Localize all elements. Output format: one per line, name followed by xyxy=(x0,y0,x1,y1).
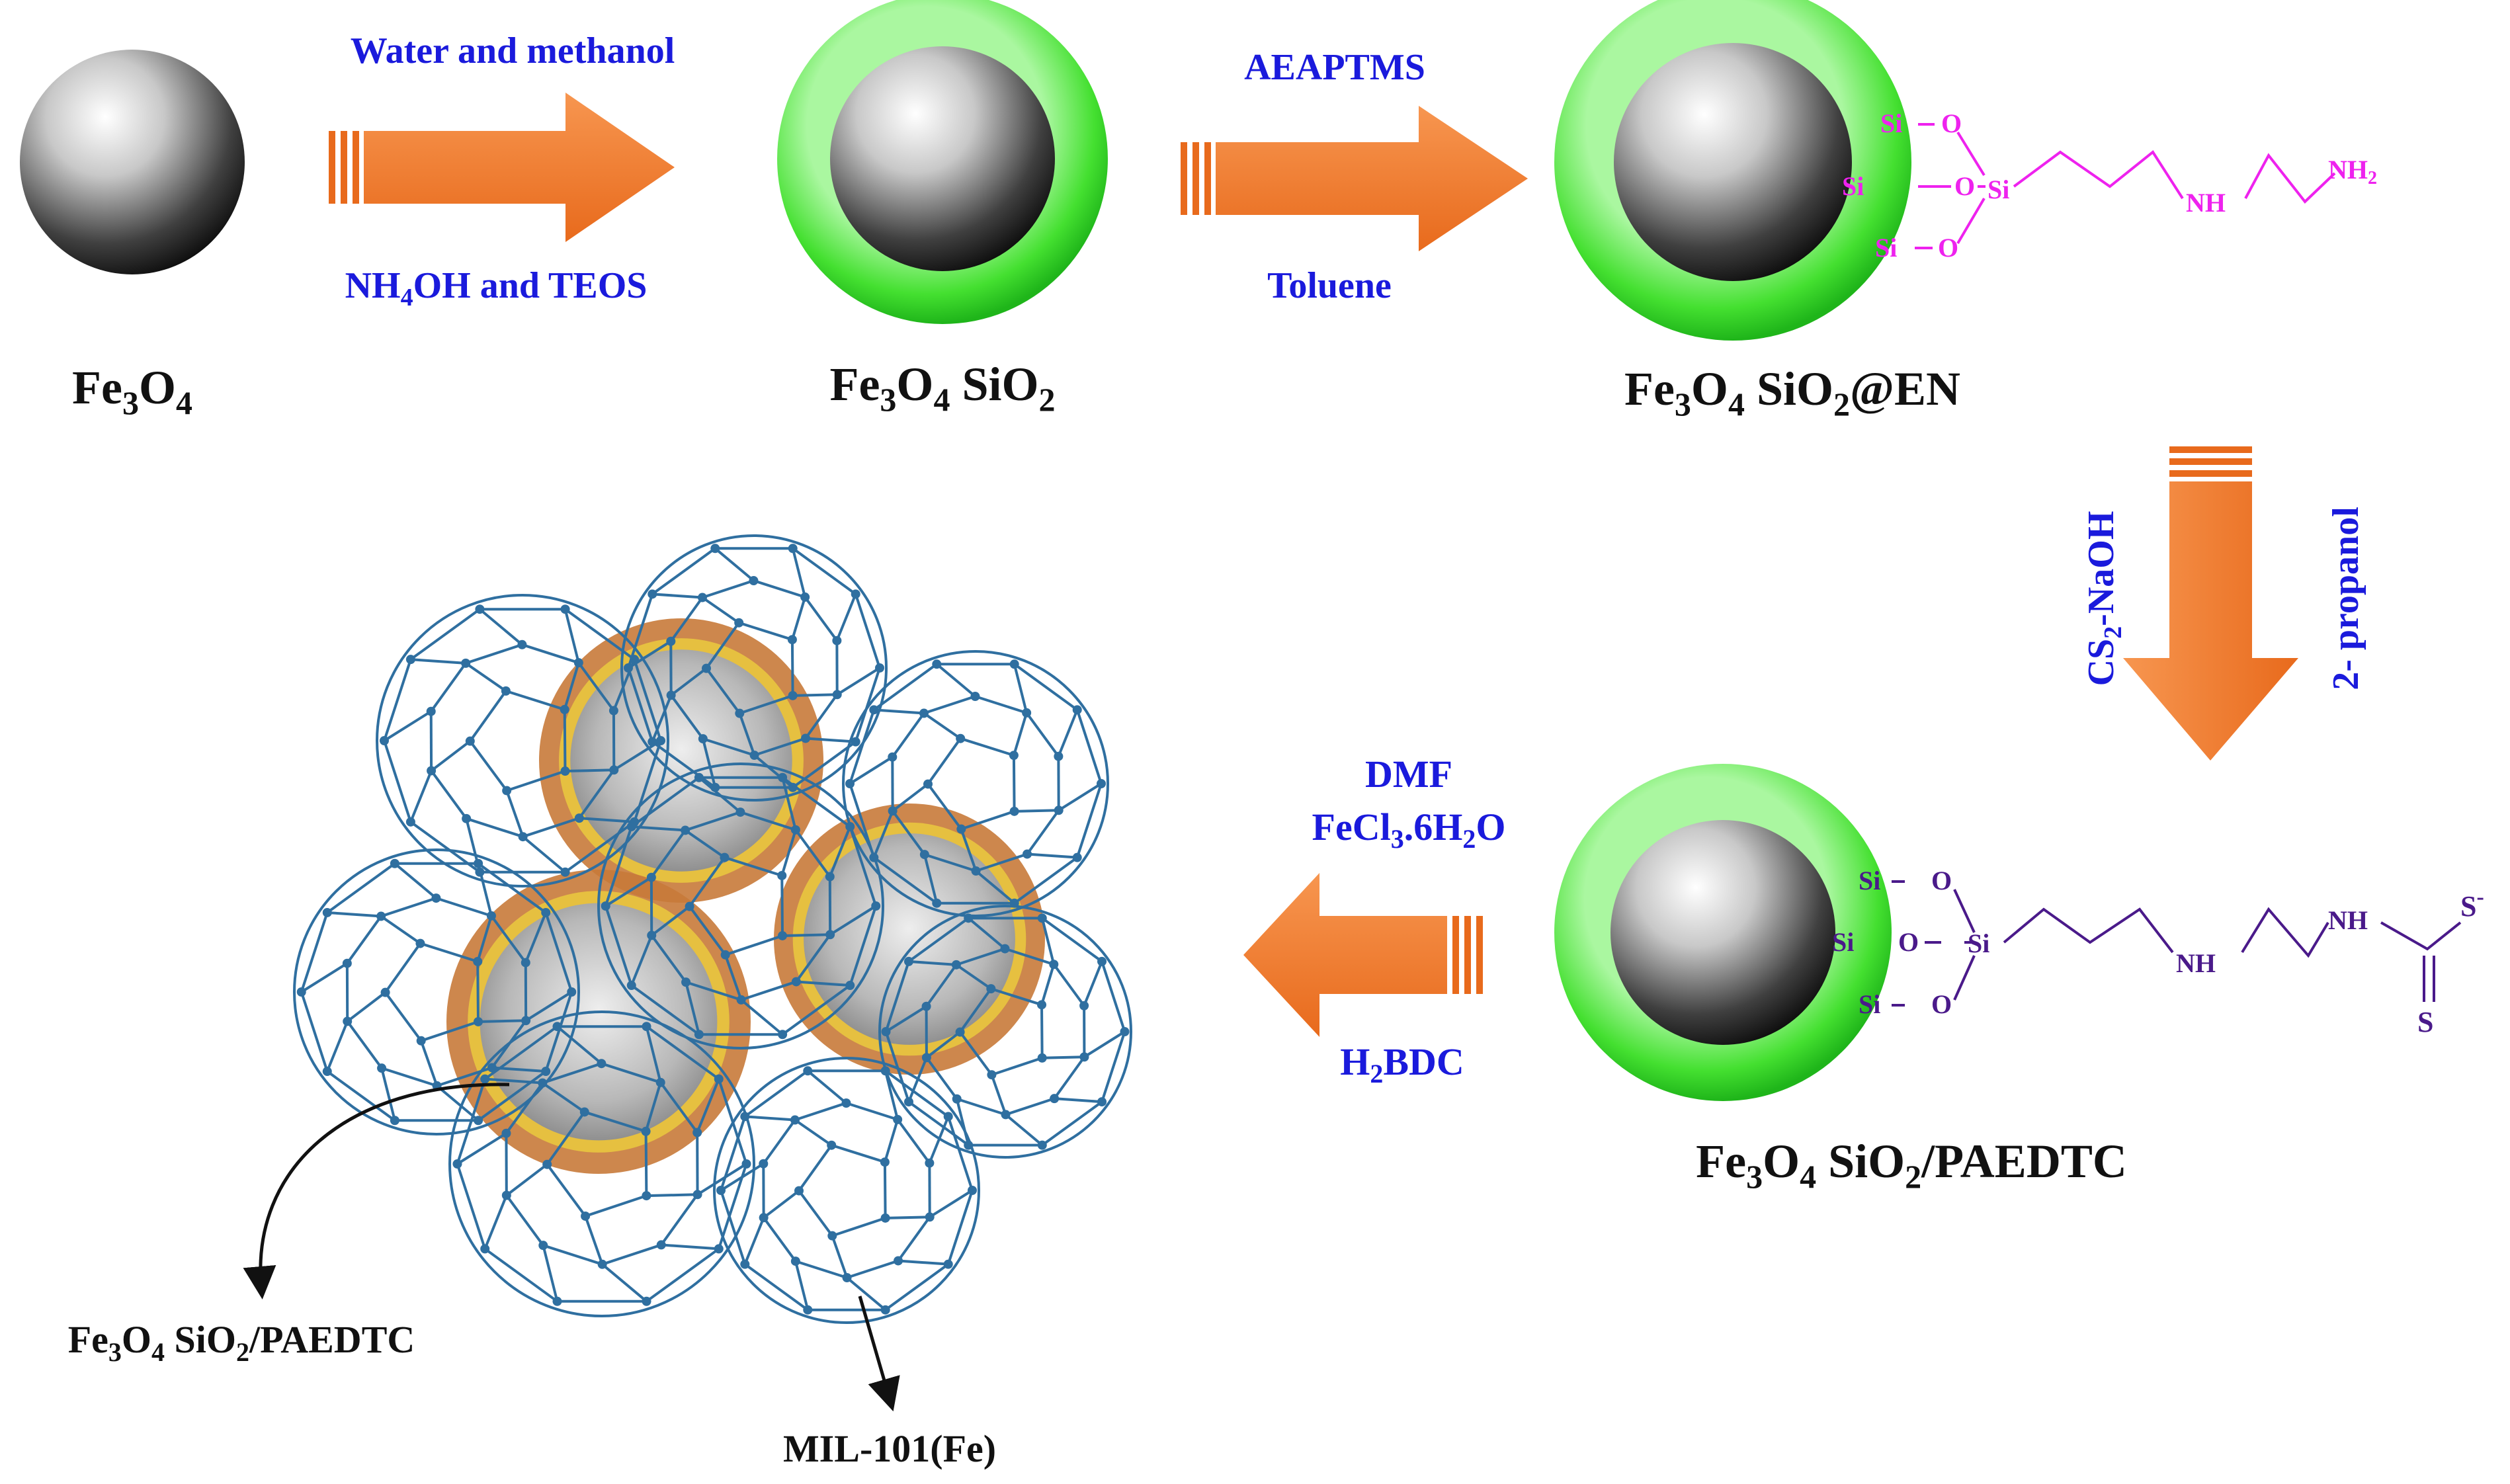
step3-left-label: CS2-NaOH xyxy=(2081,511,2127,686)
paedtc-nh-b: NH xyxy=(2328,905,2368,935)
paedtc-o3: O xyxy=(1931,989,1952,1019)
step1-top-label: Water and methanol xyxy=(351,30,675,71)
en-nh2: NH2 xyxy=(2328,155,2377,188)
paedtc-si1: Si xyxy=(1859,866,1880,895)
en-linker-structure: Si O Si O Si Si O NH NH2 xyxy=(1842,108,2377,263)
step4-line3-label: H2BDC xyxy=(1340,1040,1464,1089)
en-o1: O xyxy=(1941,108,1962,138)
step1-bottom-label: NH4OH and TEOS xyxy=(345,265,648,311)
en-si1: Si xyxy=(1880,108,1902,138)
step4-line2-label: FeCl3.6H2O xyxy=(1312,805,1506,854)
paedtc-si3: Si xyxy=(1859,989,1880,1019)
mof-cage xyxy=(597,763,884,1050)
product-fe3o4-sio2-label: Fe3O4 SiO2 xyxy=(829,358,1055,418)
step3-right-label: 2- propanol xyxy=(2325,507,2366,690)
callout-mof-label: MIL-101(Fe) xyxy=(783,1427,996,1470)
callout-arrow-mof xyxy=(858,1296,900,1412)
callout-arrow-core xyxy=(243,1083,510,1299)
particle-fe3o4 xyxy=(20,50,245,274)
step2-top-label: AEAPTMS xyxy=(1244,47,1425,88)
en-si-center: Si xyxy=(1987,175,2009,204)
en-o2: O xyxy=(1954,171,1975,201)
callout-core-label: Fe3O4 SiO2/PAEDTC xyxy=(68,1318,415,1367)
mof-cage xyxy=(620,534,888,802)
particle-fe3o4-sio2-paedtc xyxy=(1554,764,1892,1101)
en-o3: O xyxy=(1938,233,1958,263)
arrow-step4 xyxy=(1243,873,1483,1037)
paedtc-si2: Si xyxy=(1832,927,1854,957)
paedtc-o1: O xyxy=(1931,866,1952,895)
paedtc-s-bottom: S xyxy=(2417,1006,2433,1038)
particle-fe3o4-sio2 xyxy=(777,0,1108,324)
step2-bottom-label: Toluene xyxy=(1267,265,1392,306)
en-si2: Si xyxy=(1842,171,1864,201)
mof-cage xyxy=(293,848,580,1135)
arrow-step2 xyxy=(1181,106,1528,251)
arrow-step3 xyxy=(2123,446,2298,761)
step4-line1-label: DMF xyxy=(1365,753,1452,796)
particle-fe3o4-sio2-en xyxy=(1554,0,1911,341)
en-si3: Si xyxy=(1875,233,1897,263)
paedtc-si-center: Si xyxy=(1968,928,1989,958)
mof-cage xyxy=(878,905,1132,1159)
en-nh: NH xyxy=(2186,188,2226,218)
paedtc-linker-structure: Si O Si O Si Si O NH NH S- S xyxy=(1832,866,2484,1038)
mof-cage xyxy=(713,1057,980,1324)
product-fe3o4-sio2-en-label: Fe3O4 SiO2@EN xyxy=(1624,362,1960,423)
paedtc-nh-a: NH xyxy=(2176,948,2216,978)
arrow-step1 xyxy=(329,93,675,242)
product-fe3o4-label: Fe3O4 xyxy=(72,361,192,421)
mil101-composite-cluster xyxy=(293,534,1132,1324)
product-fe3o4-sio2-paedtc-label: Fe3O4 SiO2/PAEDTC xyxy=(1696,1135,2127,1195)
paedtc-o2: O xyxy=(1898,927,1919,957)
paedtc-s-top: S- xyxy=(2460,885,2484,923)
coated-core-sphere xyxy=(774,804,1045,1075)
